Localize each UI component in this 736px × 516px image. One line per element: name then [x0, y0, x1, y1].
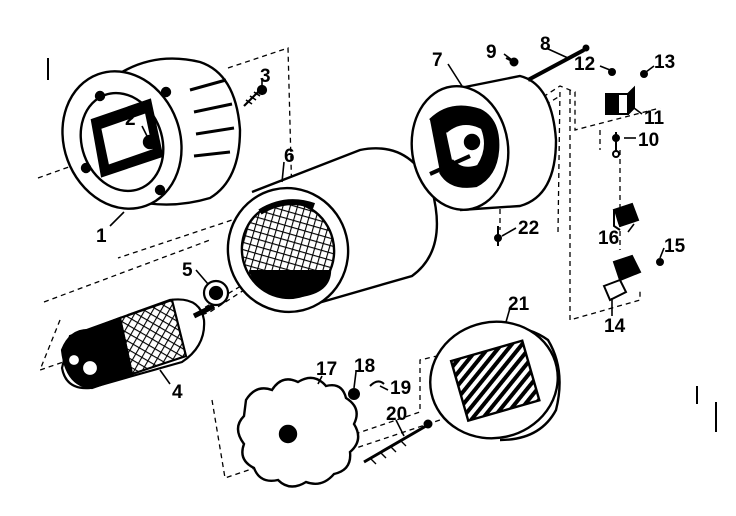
callout-label-16: 16: [598, 228, 619, 249]
brush-holder-part: [605, 85, 635, 115]
screw-part-10: [612, 132, 620, 158]
callout-label-19: 19: [390, 378, 411, 399]
end-cover-grille-part: [429, 320, 561, 442]
screw-part-13: [640, 70, 648, 78]
callout-label-5: 5: [182, 260, 193, 281]
screw-part-3: [243, 84, 268, 107]
callout-label-13: 13: [654, 52, 675, 73]
callout-label-10: 10: [638, 130, 659, 151]
callout-leader-lines: [109, 47, 665, 437]
callout-label-12: 12: [574, 54, 595, 75]
callout-label-20: 20: [386, 404, 407, 425]
fan-part: [236, 376, 360, 488]
callout-label-8: 8: [540, 34, 551, 55]
armature-part: [60, 298, 216, 390]
callout-label-22: 22: [518, 218, 539, 239]
callout-label-3: 3: [260, 66, 271, 87]
brush-part: [612, 202, 640, 231]
callout-label-21: 21: [508, 294, 530, 315]
clip-part: [369, 380, 385, 387]
callout-label-9: 9: [486, 42, 497, 63]
shaft-pin-part: [363, 419, 433, 465]
callout-label-6: 6: [284, 146, 295, 167]
callout-label-18: 18: [354, 356, 375, 377]
callout-label-1: 1: [96, 226, 107, 247]
end-bell-front-part: [410, 74, 558, 212]
through-bolt-part: [527, 44, 590, 82]
callout-label-17: 17: [316, 359, 337, 380]
callout-label-2: 2: [125, 109, 136, 130]
callout-label-7: 7: [432, 50, 443, 71]
callout-label-14: 14: [604, 316, 626, 337]
screw-part-22: [494, 226, 502, 246]
margin-ticks: [47, 58, 717, 432]
callout-labels: 1 2 3 4 5 6 7 8 9 10 11 12 13 14 15 16 1…: [96, 34, 686, 425]
callout-label-15: 15: [664, 236, 686, 257]
screw-part-12: [608, 68, 616, 76]
washer-part: [348, 388, 360, 400]
end-bell-rear-part: [61, 57, 242, 210]
switch-bracket-part: [602, 254, 642, 302]
stator-housing-part: [226, 147, 439, 314]
callout-label-11: 11: [644, 108, 665, 129]
screw-part-15: [656, 258, 664, 266]
screw-part-9: [505, 57, 519, 67]
callout-label-4: 4: [172, 382, 183, 403]
bearing-part: [202, 279, 230, 307]
